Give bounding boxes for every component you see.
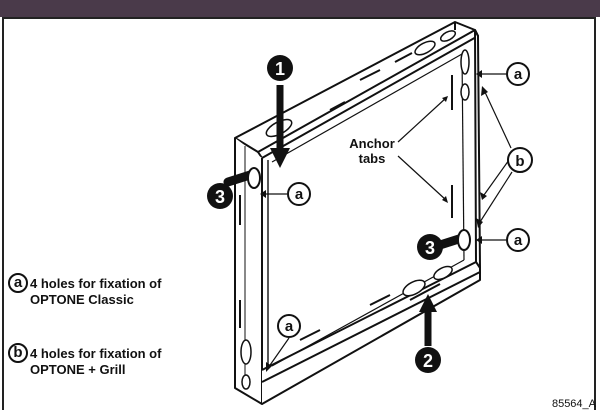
anchor-slots <box>239 52 453 341</box>
svg-text:a: a <box>514 232 523 249</box>
svg-text:a: a <box>295 186 304 203</box>
callout-2: 2 <box>415 347 441 373</box>
diagram-frame <box>2 17 596 410</box>
svg-text:b: b <box>515 153 524 170</box>
callout-3-right: 3 <box>417 234 443 260</box>
legend-b-line2: OPTONE + Grill <box>30 362 126 377</box>
callout-b: b <box>476 86 533 228</box>
legend-a-badge: a <box>8 273 28 293</box>
svg-text:3: 3 <box>215 187 225 207</box>
svg-text:a: a <box>514 66 523 83</box>
box-outline <box>234 21 481 405</box>
callout-a-left: a <box>260 182 311 206</box>
legend-a-line2: OPTONE Classic <box>30 292 134 307</box>
callout-1: 1 <box>267 55 293 81</box>
figure-reference: 85564_A <box>551 398 596 410</box>
callout-a-bottom-right: a <box>476 228 530 252</box>
callout-a-top-right: a <box>476 62 530 86</box>
step3-arrow-right <box>435 229 471 251</box>
svg-text:Anchor: Anchor <box>349 136 395 151</box>
svg-text:2: 2 <box>423 351 433 371</box>
legend-a-line1: 4 holes for fixation of <box>30 276 162 291</box>
anchor-tabs-label: Anchor tabs <box>349 96 448 203</box>
svg-text:tabs: tabs <box>359 151 386 166</box>
top-bar <box>0 0 600 17</box>
legend-b: b 4 holes for fixation of OPTONE + Grill <box>8 343 162 378</box>
callout-a-bottom-left: a <box>266 314 301 372</box>
callout-3-left: 3 <box>207 183 233 209</box>
step1-arrow <box>270 85 290 168</box>
legend-a: a 4 holes for fixation of OPTONE Classic <box>8 273 162 308</box>
legend-b-badge: b <box>8 343 28 363</box>
step3-arrow-left <box>223 167 261 189</box>
svg-text:3: 3 <box>425 238 435 258</box>
legend-b-line1: 4 holes for fixation of <box>30 346 162 361</box>
step2-arrow <box>419 294 437 346</box>
svg-text:a: a <box>285 318 294 335</box>
svg-text:1: 1 <box>275 59 285 79</box>
